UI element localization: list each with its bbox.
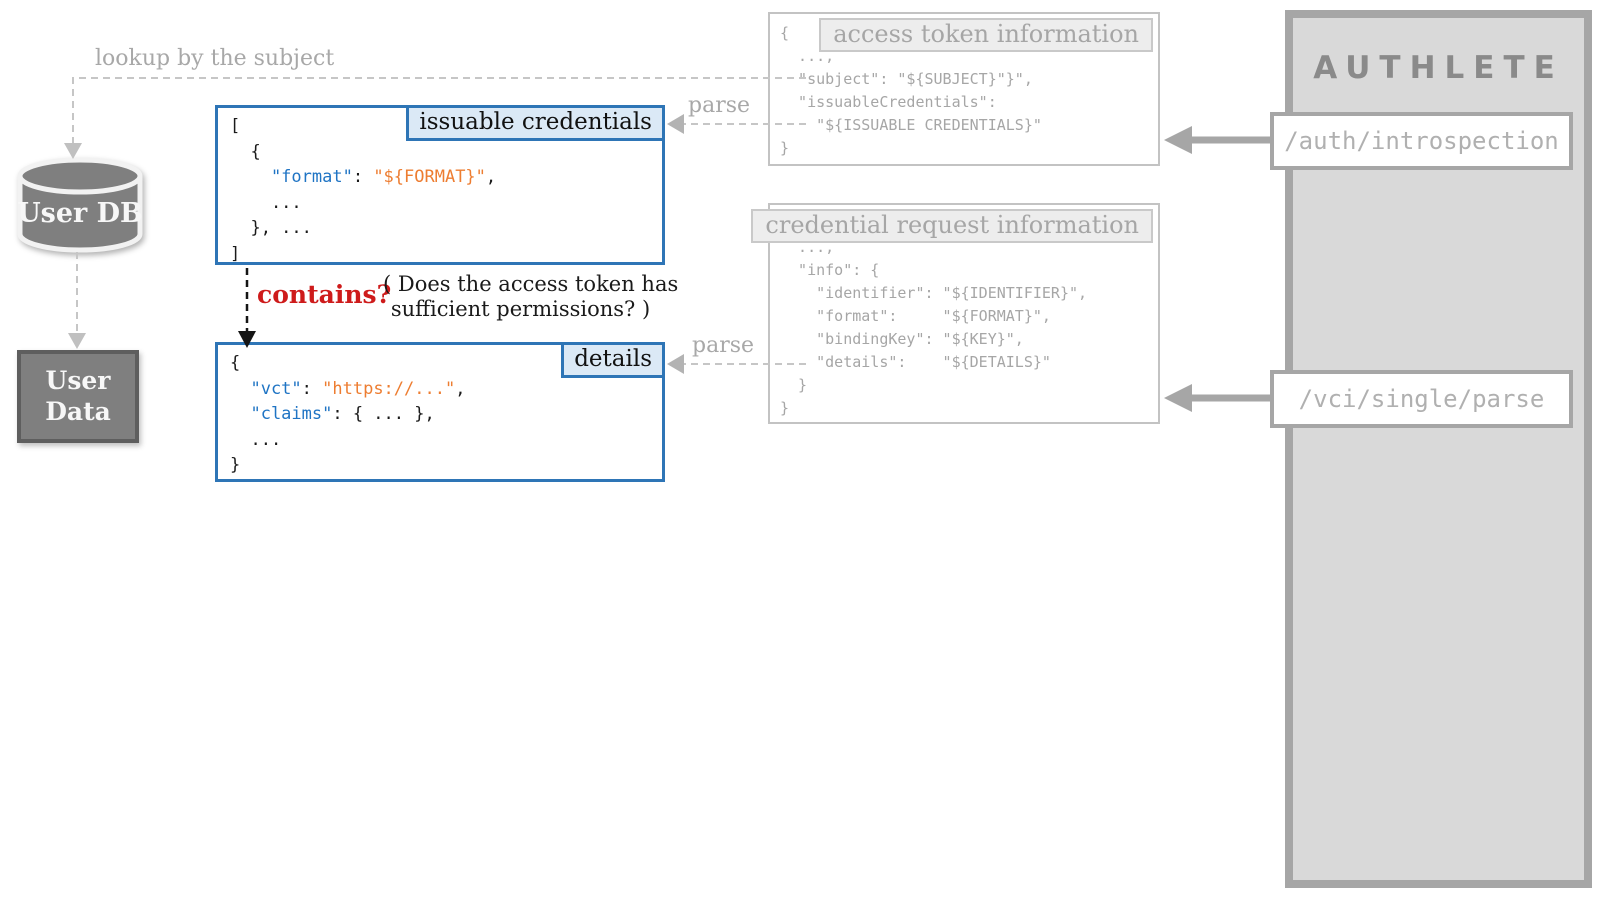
issuable-credentials-label: issuable credentials [406,105,665,141]
user-db-label: User DB [17,198,143,229]
authlete-logo: AUTHLETE [1313,50,1564,86]
details-json: { "vct": "https://...", "claims": { ... … [230,353,466,475]
user-db-body [17,176,143,253]
details-box: details { "vct": "https://...", "claims"… [215,342,665,482]
contains-note-line2: sufficient permissions? ) [390,297,651,321]
access-token-json: { ..., "subject": "${SUBJECT}"}", "issua… [780,24,1042,157]
parse-label-top: parse [688,93,751,118]
contains-note-line1: ( Does the access token has [383,272,679,296]
user-data-label-line2: Data [45,396,111,426]
introspection-arrowhead [1164,126,1192,154]
user-db-top [17,157,143,195]
contains-note: ( Does the access token has sufficient p… [383,272,679,322]
parse-label-bottom: parse [692,333,755,358]
details-label: details [561,342,665,378]
parse-bottom-arrowhead [667,354,684,374]
endpoint-vci-single-parse: /vci/single/parse [1270,370,1573,428]
credential-request-information-box: credential request information { ..., "i… [751,203,1160,424]
access-token-information-label: access token information [819,18,1153,52]
lookup-by-subject-label: lookup by the subject [95,46,335,71]
credential-request-information-label: credential request information [751,209,1153,243]
parse-top-arrowhead [667,114,684,134]
endpoint-auth-introspection: /auth/introspection [1270,112,1573,170]
access-token-information-box: access token information { ..., "subject… [768,12,1160,166]
credential-request-json: { ..., "info": { "identifier": "${IDENTI… [780,215,1088,417]
issuable-credentials-box: issuable credentials [ { "format": "${FO… [215,105,665,265]
user-data-label-line1: User [45,366,111,395]
issuable-credentials-json: [ { "format": "${FORMAT}", ... }, ...] [230,116,497,264]
user-data-box: User Data [17,350,139,443]
userdb-to-userdata-arrowhead [68,333,86,349]
contains-question: contains? [257,280,392,309]
vci-parse-arrowhead [1164,384,1192,412]
user-db-cylinder: User DB [17,157,143,253]
